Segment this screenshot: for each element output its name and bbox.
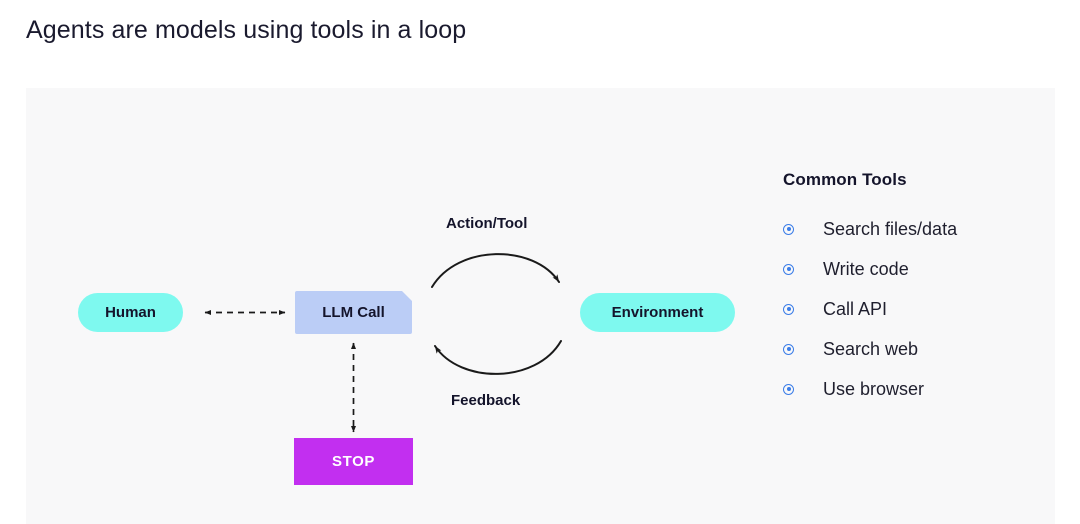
diagram-panel: Human LLM Call Environment STOP Action/T… [26, 88, 1055, 524]
list-item: Search files/data [783, 209, 1043, 249]
label-feedback: Feedback [451, 392, 521, 409]
tool-label: Search files/data [823, 218, 958, 239]
bullet-target-icon [783, 303, 794, 315]
bullet-target-icon [783, 223, 794, 235]
list-item: Call API [783, 289, 1043, 329]
label-action-tool: Action/Tool [446, 215, 528, 232]
diagram-connectors [204, 253, 562, 433]
common-tools-heading: Common Tools [783, 170, 907, 189]
bullet-target-icon [783, 383, 794, 395]
connector-feedback-arc [434, 340, 562, 375]
node-stop[interactable]: STOP [294, 438, 413, 485]
tool-label: Write code [823, 258, 909, 279]
list-item: Use browser [783, 369, 1043, 409]
node-llm-call[interactable]: LLM Call [295, 291, 412, 334]
list-item: Search web [783, 329, 1043, 369]
node-environment[interactable]: Environment [580, 293, 735, 332]
connector-action-arc [431, 253, 560, 288]
tool-label: Call API [823, 298, 888, 319]
tool-label: Search web [823, 338, 919, 359]
common-tools-section: Common Tools Search files/data Write cod… [783, 170, 1043, 409]
tool-label: Use browser [823, 378, 925, 399]
list-item: Write code [783, 249, 1043, 289]
node-human[interactable]: Human [78, 293, 183, 332]
page-title: Agents are models using tools in a loop [26, 16, 467, 44]
bullet-target-icon [783, 263, 794, 275]
bullet-target-icon [783, 343, 794, 355]
